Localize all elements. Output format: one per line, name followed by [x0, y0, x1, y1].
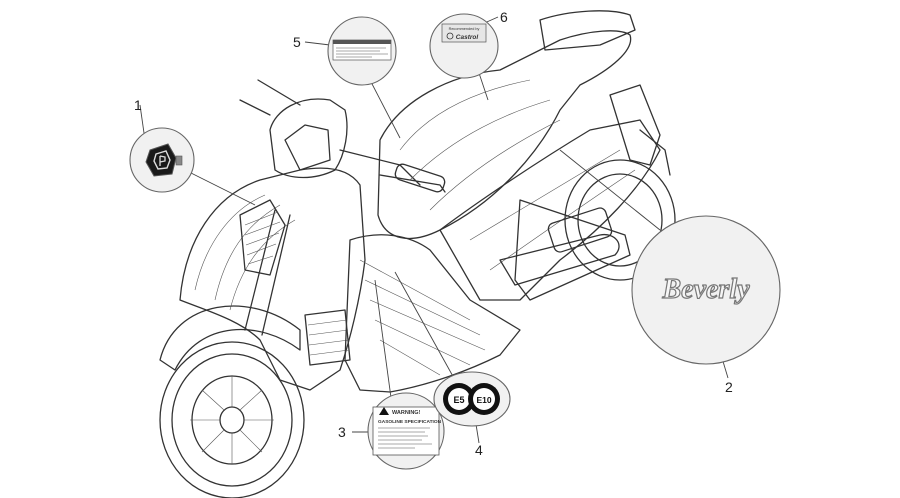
right-handlebar	[339, 149, 446, 193]
rear-fender	[639, 129, 671, 176]
callout-2: 2	[725, 379, 733, 395]
castrol-caption: Recommended by	[449, 27, 480, 31]
info-label-text-lines	[336, 47, 388, 58]
passenger-seat	[539, 10, 636, 51]
dashboard	[284, 124, 331, 171]
headset	[269, 98, 348, 179]
front-grille	[239, 199, 286, 276]
fuel-badge-e5: E5	[453, 395, 464, 405]
decal-4-bubble: E5 E10	[433, 371, 511, 427]
decal-5-bubble	[327, 16, 397, 86]
warning-subtitle: GASOLINE SPECIFICATION	[378, 419, 442, 425]
footboard	[344, 234, 521, 393]
front-shield	[179, 167, 366, 391]
decal-6-bubble: Recommended by Castrol	[429, 13, 499, 79]
leader-3-part	[374, 279, 393, 406]
front-fork	[244, 209, 291, 336]
decal-3-bubble: WARNING! GASOLINE SPECIFICATION	[367, 392, 445, 470]
beverly-wordmark: Beverly	[661, 274, 750, 305]
left-handlebar	[239, 79, 301, 116]
decal-1-bubble	[129, 127, 195, 193]
fuel-badge-e10: E10	[476, 395, 491, 405]
exhaust	[499, 233, 620, 286]
leader-2-part	[559, 149, 661, 231]
warning-title: WARNING!	[392, 410, 421, 416]
callout-3: 3	[338, 424, 346, 440]
rear-body	[439, 119, 661, 301]
leader-lines	[139, 16, 729, 444]
callout-4: 4	[475, 442, 483, 458]
callout-1: 1	[134, 97, 142, 113]
front-wheel	[159, 341, 305, 498]
castrol-logo-icon	[446, 32, 454, 40]
scooter-drawing	[159, 10, 676, 498]
leader-1-part	[184, 169, 256, 206]
castrol-brand: Castrol	[456, 34, 479, 41]
warning-text-lines	[378, 427, 432, 449]
engine-swingarm	[514, 199, 631, 301]
side-grille	[304, 309, 351, 366]
front-fender	[159, 305, 301, 371]
callout-numbers: 1 2 3 4 5 6	[134, 9, 733, 458]
leader-4-part	[394, 271, 456, 381]
callout-6: 6	[500, 9, 508, 25]
rear-light	[609, 84, 661, 166]
leader-5-part	[369, 79, 401, 139]
piaggio-badge-icon	[145, 143, 183, 177]
callout-5: 5	[293, 34, 301, 50]
seat	[377, 30, 632, 240]
engine-cover	[547, 207, 613, 253]
decal-2-bubble: Beverly	[631, 215, 781, 365]
leader-5	[304, 41, 331, 46]
warning-triangle-icon	[379, 407, 389, 415]
